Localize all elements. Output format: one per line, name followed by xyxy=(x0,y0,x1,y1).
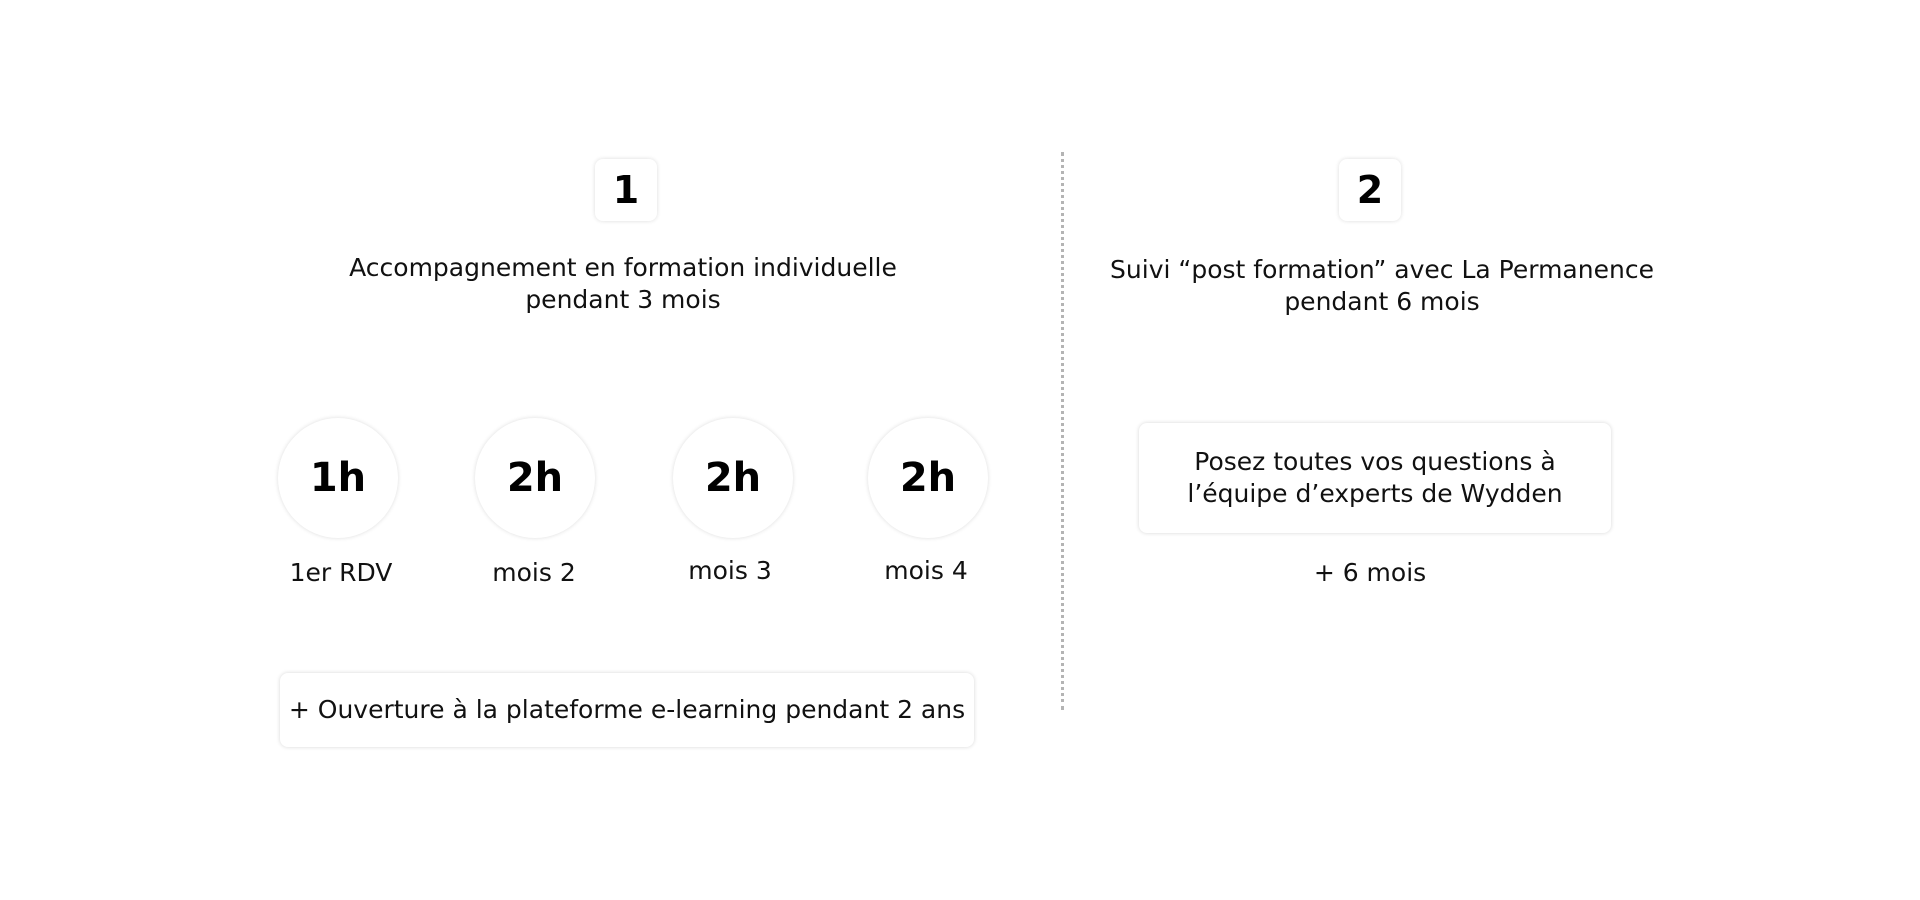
step-1-number: 1 xyxy=(612,168,640,212)
experts-card: Posez toutes vos questions à l’équipe d’… xyxy=(1139,423,1611,533)
session-circle-2: 2h xyxy=(475,418,595,538)
session-circle-3: 2h xyxy=(673,418,793,538)
session-circle-1: 1h xyxy=(278,418,398,538)
step-1-title: Accompagnement en formation individuelle… xyxy=(323,252,923,316)
followup-duration: + 6 mois xyxy=(1313,558,1427,587)
session-circle-4: 2h xyxy=(868,418,988,538)
step-2-title-line-1: Suivi “post formation” avec La Permanenc… xyxy=(1110,255,1654,284)
session-duration: 2h xyxy=(704,455,762,501)
experts-card-line-2: l’équipe d’experts de Wydden xyxy=(1187,479,1563,508)
elearning-text: + Ouverture à la plateforme e-learning p… xyxy=(288,695,966,724)
elearning-card: + Ouverture à la plateforme e-learning p… xyxy=(280,673,974,747)
step-1-title-line-2: pendant 3 mois xyxy=(525,285,721,314)
session-duration: 2h xyxy=(899,455,957,501)
session-label: 1er RDV xyxy=(289,558,393,587)
session-label: mois 2 xyxy=(492,558,576,587)
step-1-title-line-1: Accompagnement en formation individuelle xyxy=(349,253,897,282)
session-duration: 1h xyxy=(309,455,367,501)
step-2-title-line-2: pendant 6 mois xyxy=(1284,287,1480,316)
step-2-number: 2 xyxy=(1356,168,1384,212)
experts-card-line-1: Posez toutes vos questions à xyxy=(1194,447,1556,476)
section-divider xyxy=(1061,152,1064,710)
session-duration: 2h xyxy=(506,455,564,501)
session-label: mois 3 xyxy=(688,556,772,585)
step-2-title: Suivi “post formation” avec La Permanenc… xyxy=(1082,254,1682,318)
session-label: mois 4 xyxy=(884,556,968,585)
step-1-number-badge: 1 xyxy=(595,159,657,221)
step-2-number-badge: 2 xyxy=(1339,159,1401,221)
